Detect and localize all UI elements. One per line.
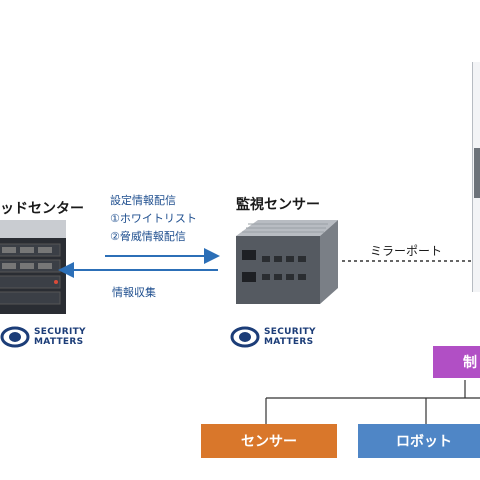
mirror-port-line (342, 260, 480, 262)
switch-panel (474, 148, 480, 198)
controller-box: 制 (433, 346, 480, 378)
controller-label: 制 (463, 355, 477, 371)
flow-whitelist-label: ①ホワイトリスト (110, 212, 197, 225)
logo-emblem-icon (230, 326, 260, 348)
cloud-center-title: ッドセンター (0, 201, 84, 217)
device-label: センサー (241, 434, 297, 450)
logo-line2: MATTERS (264, 337, 314, 347)
security-matters-logo: SECURITY MATTERS (230, 326, 316, 348)
flow-collect-label: 情報収集 (112, 286, 156, 299)
network-tree-lines (265, 380, 480, 424)
logo-line1: SECURITY (34, 327, 86, 337)
device-label: ロボット (396, 434, 452, 450)
logo-line2: MATTERS (34, 337, 84, 347)
bidirectional-arrows (58, 248, 220, 278)
sensor-title: 監視センサー (236, 197, 320, 213)
security-matters-logo: SECURITY MATTERS (0, 326, 86, 348)
sensor-device-image (236, 220, 338, 304)
device-box-robot: ロボット (358, 424, 480, 458)
flow-threat-info-label: ②脅威情報配信 (110, 230, 186, 243)
device-box-sensor: センサー (201, 424, 337, 458)
mirror-port-label: ミラーポート (370, 244, 443, 258)
logo-line1: SECURITY (264, 327, 316, 337)
flow-distribute-heading: 設定情報配信 (110, 194, 176, 207)
logo-emblem-icon (0, 326, 30, 348)
server-rack-image (0, 220, 66, 314)
